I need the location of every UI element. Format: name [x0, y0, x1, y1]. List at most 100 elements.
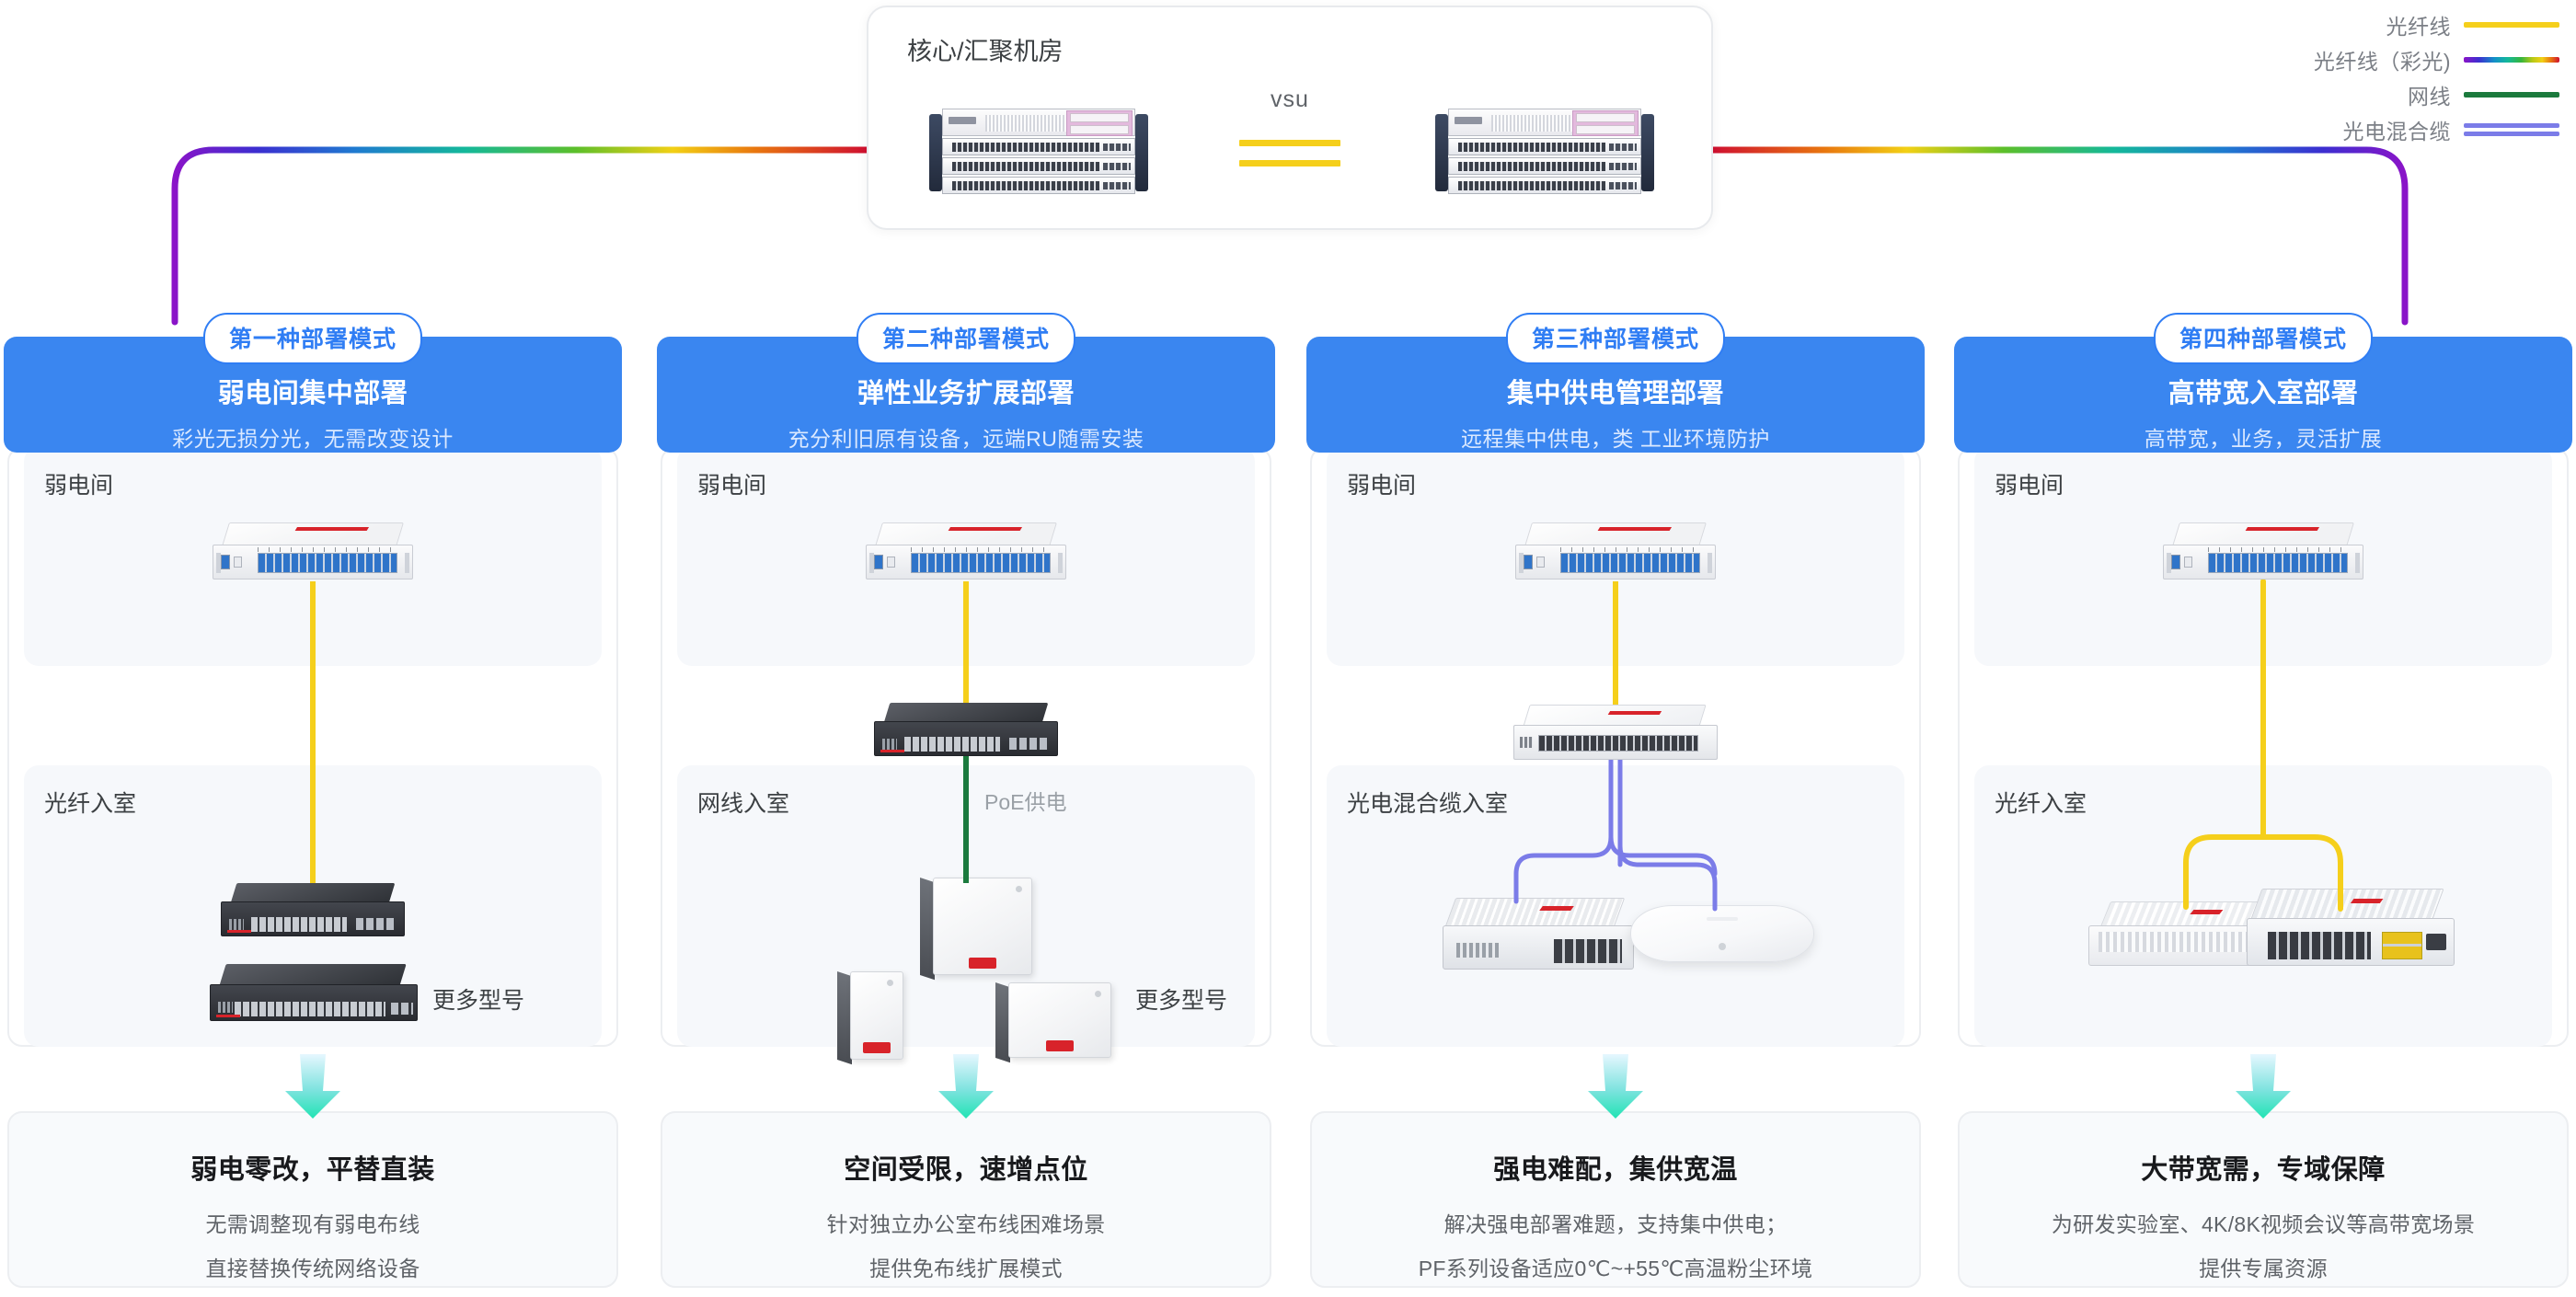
brand-stripe-icon — [2190, 910, 2224, 914]
uplink-port-icon — [874, 555, 883, 569]
mount-clip-right-icon — [1708, 553, 1712, 573]
line-card-1 — [942, 138, 1135, 155]
column-4-subtitle: 高带宽，业务，灵活扩展 — [2144, 427, 2383, 451]
mount-clip-left-icon — [1519, 553, 1524, 573]
column-1-more-models-label: 更多型号 — [432, 988, 525, 1014]
rj45-ports-icon — [235, 1002, 385, 1016]
remote-unit-small — [837, 971, 903, 1065]
legend-swatch-ethernet-icon — [2464, 92, 2559, 98]
legend-swatch-color-fiber-icon — [2464, 57, 2559, 63]
remote-unit-large — [920, 878, 1032, 981]
sfp-ports-icon — [1009, 738, 1048, 750]
legend-swatch-fiber-icon — [2464, 22, 2559, 28]
ru-led-icon — [1016, 886, 1022, 892]
ru-front-icon — [933, 878, 1032, 975]
ap-body-icon — [1630, 905, 1814, 962]
column-1-badge: 第一种部署模式 — [202, 313, 423, 364]
legend-label-color-fiber: 光纤线（彩光) — [2313, 50, 2451, 74]
ap-led-icon — [1719, 943, 1726, 950]
column-3-subtitle: 远程集中供电，类 工业环境防护 — [1461, 427, 1770, 451]
power-connector-icon — [2426, 934, 2446, 950]
rack-ear-right-icon — [1135, 114, 1148, 191]
column-1-title: 弱电间集中部署 — [217, 379, 408, 408]
sfp-ports-icon — [356, 918, 395, 930]
rj45-ports-icon — [251, 917, 347, 932]
port-numbering-icon — [2208, 547, 2346, 552]
poe-power-note: PoE供电 — [984, 790, 1067, 814]
access-switch-dark — [221, 883, 405, 936]
brand-stripe-icon — [2350, 899, 2384, 903]
sfp-ports-icon — [391, 1003, 413, 1015]
hybrid-ports-icon — [1538, 735, 1698, 752]
column-3-summary-card: 强电难配，集供宽温 解决强电部署难题，支持集中供电； PF系列设备适应0℃~+5… — [1310, 1111, 1921, 1288]
console-port-icon — [234, 557, 242, 568]
brand-stripe-icon — [1607, 711, 1662, 715]
ru-front-icon — [850, 971, 903, 1060]
column-1-summary-line-1: 无需调整现有弱电布线 — [205, 1212, 420, 1236]
column-1-arrow-icon — [285, 1054, 340, 1119]
status-led-icon — [1520, 737, 1533, 748]
poe-access-switch — [874, 703, 1058, 756]
line-card-1 — [1448, 138, 1641, 155]
mount-clip-right-icon — [1058, 553, 1063, 573]
column-2-badge: 第二种部署模式 — [856, 313, 1076, 364]
column-3-upper-label: 弱电间 — [1347, 473, 1417, 499]
vsu-fiber-line-bottom — [1239, 160, 1340, 166]
status-led-icon — [218, 1002, 233, 1013]
column-1-summary-card: 弱电零改，平替直装 无需调整现有弱电布线 直接替换传统网络设备 — [7, 1111, 618, 1288]
legend-item-fiber: 光纤线 — [2210, 7, 2559, 42]
column-4-summary-card: 大带宽需，专域保障 为研发实验室、4K/8K视频会议等高带宽场景 提供专属资源 — [1958, 1111, 2569, 1288]
legend-item-ethernet: 网线 — [2210, 77, 2559, 112]
column-4-upper-label: 弱电间 — [1995, 473, 2064, 499]
uplink-module — [1066, 110, 1133, 136]
mount-clip-left-icon — [869, 553, 874, 573]
column-4-summary-title: 大带宽需，专域保障 — [2141, 1155, 2386, 1185]
column-2-summary-title: 空间受限，速增点位 — [844, 1155, 1088, 1185]
ru-led-icon — [887, 980, 893, 986]
brand-stripe-icon — [294, 527, 370, 531]
column-3-summary-title: 强电难配，集供宽温 — [1493, 1155, 1738, 1185]
legend-swatch-hybrid-icon — [2464, 123, 2559, 136]
brand-stripe-icon — [227, 930, 251, 933]
vendor-logo-icon — [1455, 117, 1482, 124]
poe-ports-icon — [2382, 932, 2422, 959]
status-led-icon — [882, 739, 897, 750]
legend-label-fiber: 光纤线 — [2386, 15, 2451, 39]
column-2-upper-label: 弱电间 — [697, 473, 767, 499]
vendor-logo-icon — [969, 958, 996, 969]
port-numbering-icon — [911, 547, 1049, 552]
status-led-icon — [229, 919, 244, 930]
optical-line-terminal — [866, 522, 1066, 580]
console-port-icon — [887, 557, 895, 568]
uplink-port-icon — [221, 555, 230, 569]
line-card-3 — [942, 177, 1135, 194]
port-numbering-icon — [1560, 547, 1698, 552]
column-4-summary-line-1: 为研发实验室、4K/8K视频会议等高带宽场景 — [2051, 1212, 2476, 1236]
lc-fiber-ports-icon — [2208, 553, 2348, 573]
uplink-port-icon — [2171, 555, 2180, 569]
column-4-arrow-icon — [2236, 1054, 2291, 1119]
optical-line-terminal — [2163, 522, 2363, 580]
column-1-summary-line-2: 直接替换传统网络设备 — [205, 1257, 420, 1280]
rack-ear-left-icon — [929, 114, 942, 191]
core-aggregation-room: 核心/汇聚机房 vsu — [867, 6, 1713, 230]
lc-fiber-ports-icon — [258, 553, 397, 573]
column-3-lower-label: 光电混合缆入室 — [1347, 791, 1509, 817]
line-card-2 — [942, 157, 1135, 175]
line-card-2 — [1448, 157, 1641, 175]
rj45-ports-icon — [2268, 932, 2371, 959]
legend-label-hybrid: 光电混合缆 — [2342, 120, 2451, 143]
mount-clip-left-icon — [216, 553, 221, 573]
column-2-title: 弹性业务扩展部署 — [857, 379, 1075, 408]
column-2-arrow-icon — [938, 1054, 994, 1119]
ru-front-icon — [1008, 982, 1111, 1058]
brand-stripe-icon — [880, 750, 904, 752]
lc-fiber-ports-icon — [1560, 553, 1700, 573]
optical-line-terminal — [1515, 522, 1716, 580]
legend-item-color-fiber: 光纤线（彩光) — [2210, 42, 2559, 77]
port-numbering-icon — [258, 547, 396, 552]
status-led-icon — [1456, 943, 1499, 958]
column-3-badge: 第三种部署模式 — [1505, 313, 1726, 364]
rj45-ports-icon — [904, 737, 1000, 752]
core-room-title: 核心/汇聚机房 — [907, 38, 1064, 65]
